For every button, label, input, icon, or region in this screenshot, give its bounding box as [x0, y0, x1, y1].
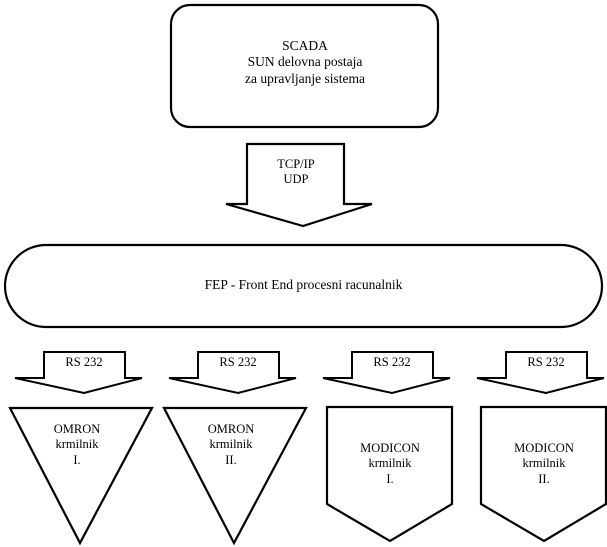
omron-2-node-shape — [162, 406, 308, 546]
omron-1-node-shape — [8, 406, 154, 546]
rs232-arrow-shape-4 — [476, 351, 605, 395]
fep-node-shape — [3, 243, 604, 329]
tcpip-arrow-shape — [225, 142, 373, 228]
rs232-arrow-shape-1 — [14, 351, 143, 395]
scada-node-shape — [169, 3, 440, 129]
modicon-1-node-shape — [325, 405, 454, 543]
rs232-arrow-shape-2 — [168, 351, 297, 395]
modicon-2-node-shape — [479, 405, 607, 543]
rs232-arrow-shape-3 — [322, 351, 451, 395]
